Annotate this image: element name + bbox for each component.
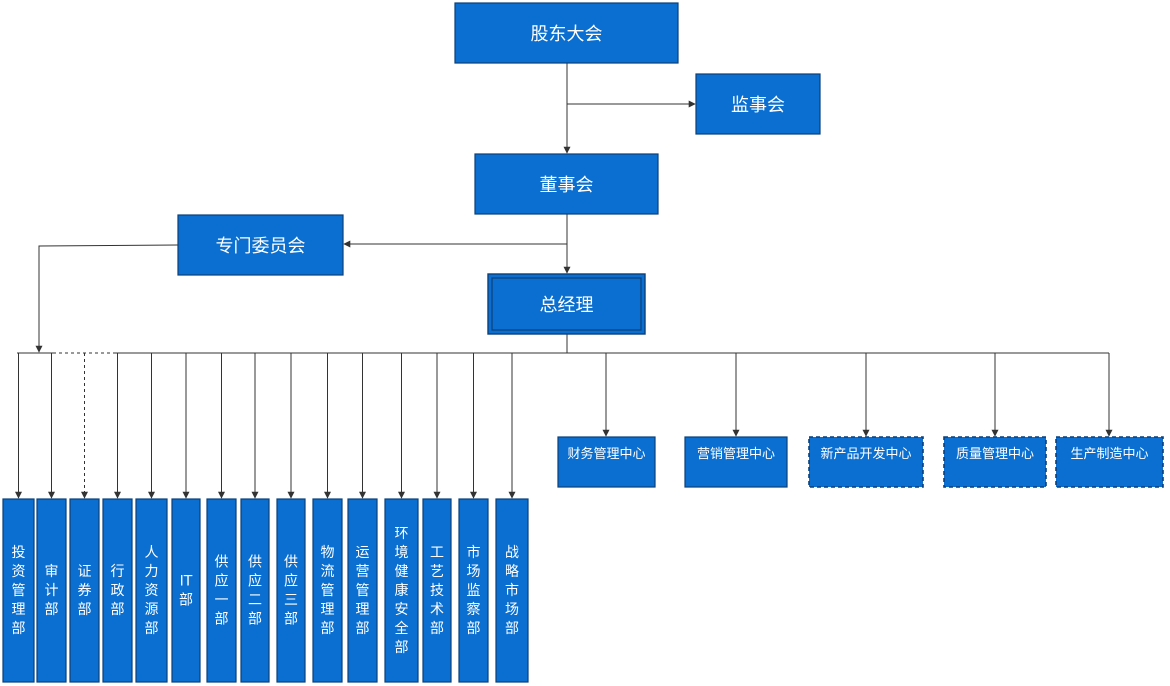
node-committee-label: 专门委员会 [216, 236, 306, 257]
center-node-1[interactable]: 财务管理中心 [557, 436, 656, 488]
dept-node-5[interactable]: 人力资源部 [135, 498, 168, 683]
dept-label-10: 物流管理部 [321, 545, 335, 637]
connector-lines [15, 63, 1113, 499]
dept-node-8[interactable]: 供应二部 [240, 498, 270, 683]
node-shareholders[interactable]: 股东大会 [454, 2, 679, 64]
dept-node-7[interactable]: 供应一部 [206, 498, 237, 683]
dept-label-13: 工艺技术部 [430, 545, 444, 637]
dept-node-10[interactable]: 物流管理部 [312, 498, 343, 683]
center-label-4: 质量管理中心 [956, 447, 1034, 462]
center-node-4[interactable]: 质量管理中心 [943, 436, 1047, 488]
dept-node-13[interactable]: 工艺技术部 [422, 498, 452, 683]
dept-node-3[interactable]: 证券部 [69, 498, 100, 683]
node-shareholders-label: 股东大会 [531, 24, 603, 45]
dept-node-15[interactable]: 战略市场部 [495, 498, 529, 683]
center-nodes: 财务管理中心 营销管理中心 新产品开发中心 质量管理中心 生产制造中心 [557, 436, 1164, 488]
center-label-5: 生产制造中心 [1070, 447, 1148, 462]
dept-label-7: 供应一部 [215, 555, 229, 628]
center-node-5[interactable]: 生产制造中心 [1055, 436, 1164, 488]
dept-node-12[interactable]: 环境健康安全部 [384, 498, 419, 683]
dept-node-14[interactable]: 市场监察部 [458, 498, 489, 683]
dept-node-1[interactable]: 投资管理部 [2, 498, 35, 683]
dept-label-12: 环境健康安全部 [395, 526, 409, 656]
dept-label-2: 审计部 [45, 564, 59, 618]
center-label-3: 新产品开发中心 [820, 446, 911, 462]
node-general-manager[interactable]: 总经理 [487, 273, 646, 335]
dept-label-14: 市场监察部 [467, 544, 481, 637]
dept-node-2[interactable]: 审计部 [36, 498, 67, 683]
node-supervisors-label: 监事会 [731, 95, 785, 116]
center-node-3[interactable]: 新产品开发中心 [808, 436, 924, 488]
dept-label-1: 投资管理部 [12, 545, 26, 637]
node-board[interactable]: 董事会 [474, 153, 659, 215]
node-supervisors[interactable]: 监事会 [695, 73, 821, 135]
dept-label-9: 供应三部 [284, 555, 298, 628]
dept-label-15: 战略市场部 [505, 545, 519, 637]
dept-label-5: 人力资源部 [145, 545, 159, 637]
dept-node-9[interactable]: 供应三部 [276, 498, 306, 683]
center-label-2: 营销管理中心 [697, 447, 775, 462]
node-committee[interactable]: 专门委员会 [177, 214, 344, 276]
dept-label-8: 供应二部 [248, 555, 262, 628]
connector-committee-down [35, 244, 179, 353]
node-gm-label: 总经理 [540, 295, 594, 316]
dept-node-4[interactable]: 行政部 [102, 498, 133, 683]
dept-label-3: 证券部 [78, 564, 92, 618]
dept-node-11[interactable]: 运营管理部 [347, 498, 378, 683]
dept-label-4: 行政部 [111, 564, 125, 618]
center-node-2[interactable]: 营销管理中心 [684, 436, 788, 488]
center-label-1: 财务管理中心 [567, 446, 645, 462]
node-board-label: 董事会 [540, 175, 594, 196]
dept-label-11: 运营管理部 [356, 545, 370, 637]
